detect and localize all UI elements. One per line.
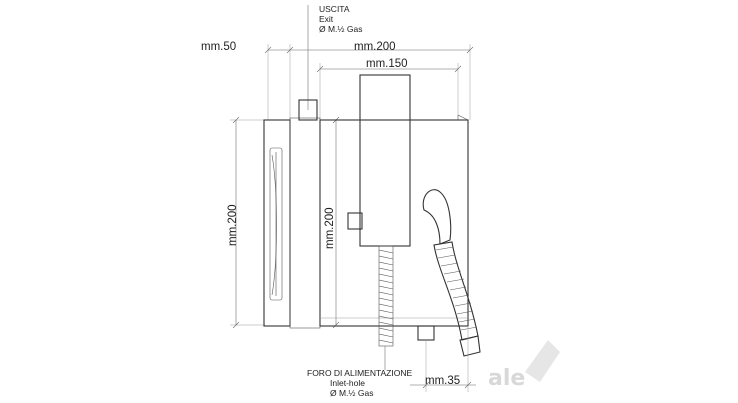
inlet-label-line2: Inlet-hole [330,378,365,388]
dimension-depth: mm.50 mm.200 [201,41,474,120]
dimension-height-inner: mm.200 [324,116,340,329]
outlet-label: USCITA Exit Ø M.½ Gas [307,4,362,110]
dimension-box-width: mm.150 [316,58,462,120]
dimension-height-outer-text: mm.200 [227,204,239,246]
dimension-inlet-offset: mm.35 [410,375,476,389]
dimension-height-outer: mm.200 [227,116,265,329]
inlet-label-line3: Ø M.½ Gas [330,388,373,398]
dimension-inlet-offset-text: mm.35 [425,375,460,387]
inlet-label-line1: FORO DI ALIMENTAZIONE [307,368,412,378]
dimension-depth-total: mm.200 [354,41,396,53]
outlet-label-line1: USCITA [319,4,350,14]
dimension-height-inner-text: mm.200 [324,207,336,249]
dimension-depth-left: mm.50 [201,41,236,53]
inlet-connector [417,325,469,392]
control-box [347,74,411,247]
inlet-pipe-straight [378,245,394,347]
heater-body [263,99,469,329]
flexible-hose [422,189,481,357]
watermark-text: ale [488,366,525,391]
outlet-label-line2: Exit [319,14,334,24]
dimension-box-width-text: mm.150 [366,58,408,70]
watermark-logo: ale [488,340,560,391]
outlet-label-line3: Ø M.½ Gas [319,24,362,34]
inlet-label: FORO DI ALIMENTAZIONE Inlet-hole Ø M.½ G… [307,346,412,398]
